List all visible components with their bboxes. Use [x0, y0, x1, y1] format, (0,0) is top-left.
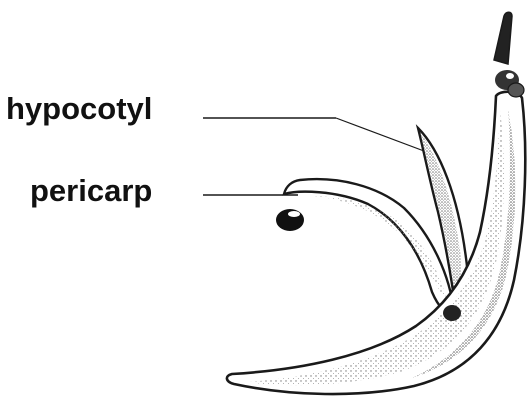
- hypocotyl-leader-line-diagonal: [336, 118, 432, 154]
- pericarp-stalk: [284, 179, 454, 313]
- apex-shoot: [494, 12, 512, 64]
- apex-bud: [508, 83, 524, 97]
- stem-node: [443, 305, 461, 321]
- apex-node-highlight: [506, 73, 514, 79]
- hypocotyl-stem: [227, 92, 525, 394]
- pericarp-knob-highlight: [288, 211, 300, 217]
